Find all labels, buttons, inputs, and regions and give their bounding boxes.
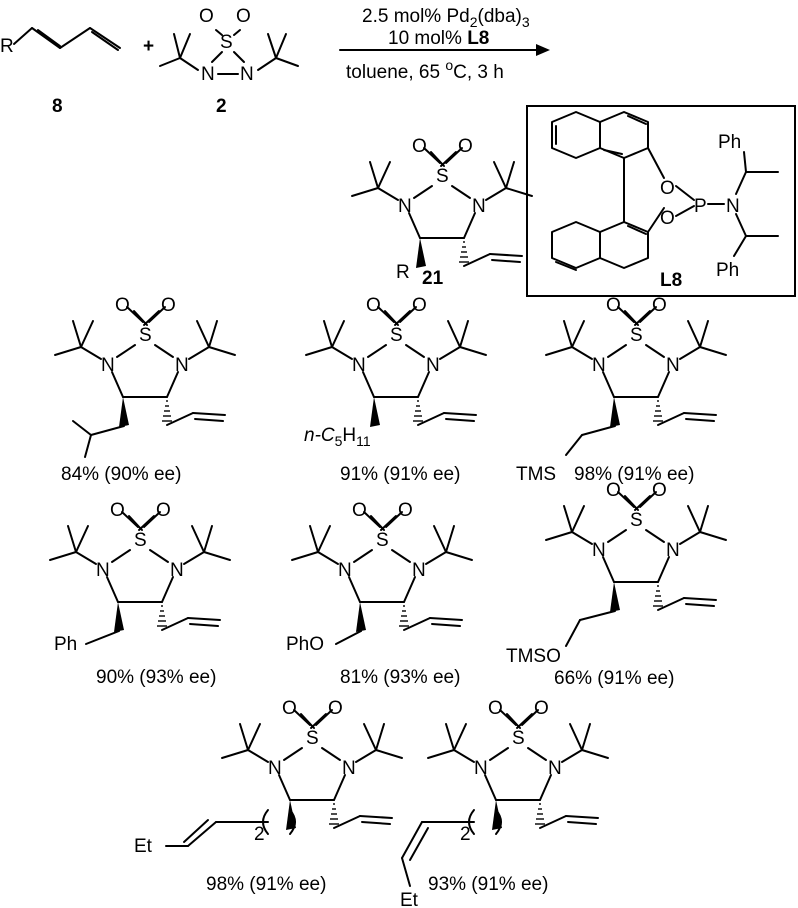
reaction-conditions: 2.5 mol% Pd2(dba)3 10 mol% L8 toluene, 6…: [346, 6, 530, 83]
svg-text:N: N: [201, 64, 215, 85]
substrate-r: R: [0, 36, 14, 57]
svg-text:O: O: [352, 500, 367, 521]
svg-text:O: O: [652, 295, 667, 316]
svg-text:O: O: [412, 295, 427, 316]
svg-text:n-C5H11: n-C5H11: [304, 425, 371, 449]
svg-text:10 mol% L8: 10 mol% L8: [388, 28, 489, 49]
general-product-21: O O S N N R 21: [351, 136, 533, 289]
svg-text:N: N: [398, 196, 412, 217]
product-1: O O S N N 84% (90% ee): [54, 295, 236, 485]
product-3: O O S N N TMS 98% (91% ee): [516, 295, 727, 485]
ligand-label: L8: [660, 270, 682, 291]
svg-text:O: O: [328, 698, 343, 719]
product-7: O O S N N 2 Et 98% (91% ee): [134, 698, 403, 895]
svg-text:O: O: [652, 480, 667, 501]
product-1-yield: 84% (90% ee): [61, 464, 181, 485]
svg-text:S: S: [512, 728, 525, 749]
svg-text:O: O: [115, 295, 130, 316]
svg-text:O: O: [534, 698, 549, 719]
svg-text:N: N: [170, 560, 184, 581]
reagent-2: O O S N N 2: [159, 6, 299, 117]
product-2: O O S N N n-C5H11 91% (91% ee): [304, 295, 487, 485]
svg-text:TMSO: TMSO: [506, 646, 561, 667]
svg-text:O: O: [488, 698, 503, 719]
reaction-arrow: [339, 44, 550, 56]
svg-text:S: S: [436, 166, 449, 187]
svg-text:N: N: [338, 560, 352, 581]
svg-text:N: N: [472, 196, 486, 217]
svg-text:S: S: [306, 728, 319, 749]
svg-text:O: O: [236, 6, 251, 27]
svg-text:O: O: [660, 208, 675, 229]
svg-text:P: P: [694, 196, 707, 217]
product-6-yield: 66% (91% ee): [554, 668, 674, 689]
svg-text:O: O: [458, 136, 473, 157]
svg-text:N: N: [240, 64, 254, 85]
svg-text:S: S: [220, 32, 233, 53]
svg-text:N: N: [412, 560, 426, 581]
ligand-l8-box: O O P N Ph Ph L8: [526, 105, 796, 297]
svg-text:N: N: [592, 540, 606, 561]
svg-text:S: S: [390, 325, 403, 346]
svg-text:PhO: PhO: [286, 634, 324, 655]
svg-text:N: N: [426, 355, 440, 376]
product-4-yield: 90% (93% ee): [96, 667, 216, 688]
svg-text:N: N: [268, 758, 282, 779]
svg-text:N: N: [666, 540, 680, 561]
svg-text:Et: Et: [400, 890, 419, 908]
svg-text:N: N: [101, 355, 115, 376]
product-6: O O S N N TMSO 66% (91% ee): [506, 480, 727, 689]
svg-text:N: N: [666, 355, 680, 376]
svg-text:O: O: [366, 295, 381, 316]
product-8: O O S N N 2 Et 93% (91% ee): [400, 698, 609, 908]
svg-text:S: S: [376, 530, 389, 551]
reagent-label: 2: [216, 96, 227, 117]
svg-text:O: O: [412, 136, 427, 157]
svg-text:N: N: [96, 560, 110, 581]
product-2-yield: 91% (91% ee): [340, 464, 460, 485]
general-product-r: R: [396, 262, 410, 283]
product-7-yield: 98% (91% ee): [206, 874, 326, 895]
svg-text:N: N: [548, 758, 562, 779]
svg-text:Ph: Ph: [716, 260, 739, 281]
product-5-yield: 81% (93% ee): [340, 667, 460, 688]
svg-text:S: S: [630, 510, 643, 531]
svg-text:S: S: [630, 325, 643, 346]
product-8-yield: 93% (91% ee): [428, 874, 548, 895]
svg-text:O: O: [156, 500, 171, 521]
svg-text:O: O: [282, 698, 297, 719]
svg-text:O: O: [110, 500, 125, 521]
general-product-label: 21: [422, 268, 444, 289]
product-5: O O S N N PhO 81% (93% ee): [286, 500, 473, 688]
svg-text:O: O: [606, 480, 621, 501]
svg-text:2: 2: [460, 824, 471, 845]
svg-text:N: N: [726, 196, 740, 217]
svg-text:N: N: [175, 355, 189, 376]
svg-text:O: O: [398, 500, 413, 521]
svg-text:N: N: [342, 758, 356, 779]
svg-text:Ph: Ph: [54, 634, 77, 655]
svg-text:N: N: [592, 355, 606, 376]
svg-text:N: N: [352, 355, 366, 376]
substrate-8: R 8: [0, 27, 121, 117]
svg-text:O: O: [199, 6, 214, 27]
svg-text:toluene, 65 oC, 3 h: toluene, 65 oC, 3 h: [346, 57, 504, 83]
product-3-yield: 98% (91% ee): [574, 464, 694, 485]
substrate-label: 8: [52, 96, 63, 117]
svg-text:Ph: Ph: [718, 132, 741, 153]
product-4: O O S N N Ph 90% (93% ee): [49, 500, 231, 688]
svg-text:O: O: [660, 178, 675, 199]
svg-text:2: 2: [254, 824, 265, 845]
plus-sign: +: [143, 36, 154, 57]
svg-text:TMS: TMS: [516, 464, 556, 485]
svg-text:N: N: [474, 758, 488, 779]
svg-text:O: O: [606, 295, 621, 316]
svg-text:O: O: [161, 295, 176, 316]
svg-text:2.5 mol% Pd2(dba)3: 2.5 mol% Pd2(dba)3: [362, 6, 530, 30]
svg-text:S: S: [134, 530, 147, 551]
svg-text:S: S: [139, 325, 152, 346]
svg-text:Et: Et: [134, 836, 153, 857]
